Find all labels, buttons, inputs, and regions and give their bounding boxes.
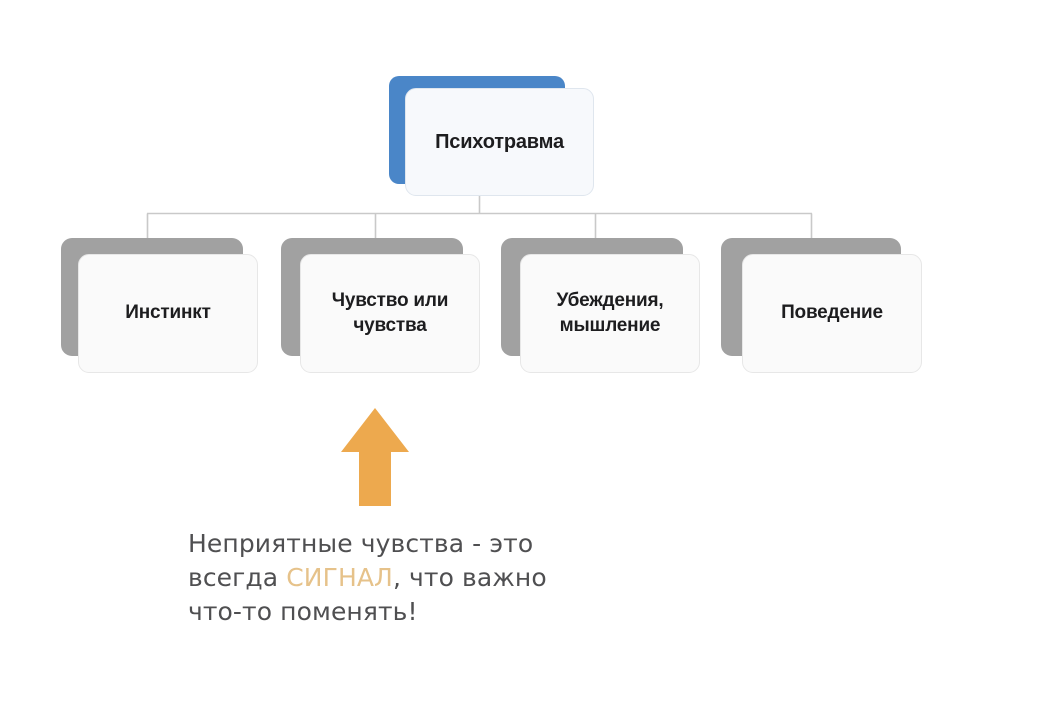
node-ubezhdeniya-label: Убеждения,мышление <box>556 289 664 336</box>
caption-highlight-signal: СИГНАЛ <box>286 563 393 592</box>
node-povedenie-card[interactable]: Поведение <box>742 254 922 373</box>
node-povedenie[interactable]: Поведение <box>721 238 922 373</box>
node-ubezhdeniya-card[interactable]: Убеждения,мышление <box>520 254 700 373</box>
caption-line-2-before: всегда <box>188 563 287 592</box>
caption-line-2-after: , что важно <box>392 563 547 592</box>
caption-text: Неприятные чувства - это всегда СИГНАЛ, ч… <box>188 527 658 629</box>
arrow-up-icon <box>341 408 409 506</box>
caption-line-1: Неприятные чувства - это <box>188 529 534 558</box>
node-instinkt-card[interactable]: Инстинкт <box>78 254 258 373</box>
node-ubezhdeniya[interactable]: Убеждения,мышление <box>501 238 700 373</box>
node-root-card[interactable]: Психотравма <box>405 88 594 196</box>
node-instinkt[interactable]: Инстинкт <box>61 238 258 373</box>
node-root-label: Психотравма <box>435 131 564 153</box>
node-root[interactable]: Психотравма <box>389 76 594 196</box>
node-instinkt-label: Инстинкт <box>125 302 211 324</box>
caption-line-3: что-то поменять! <box>188 597 418 626</box>
node-povedenie-label: Поведение <box>781 302 883 324</box>
